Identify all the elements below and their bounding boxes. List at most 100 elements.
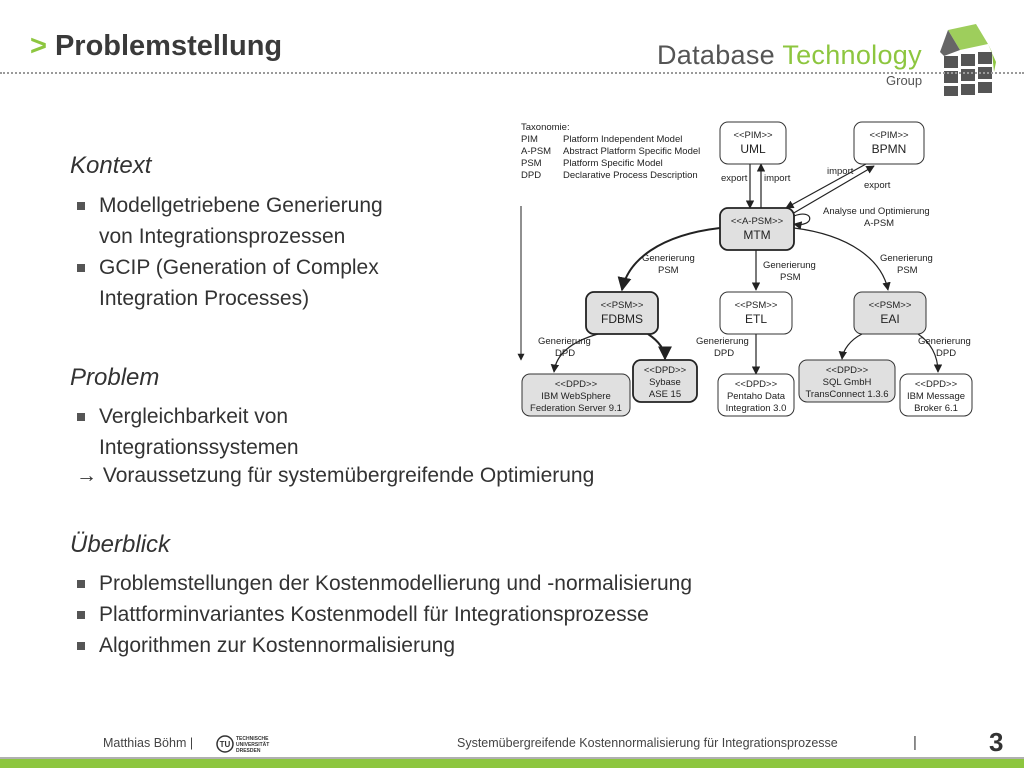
taxonomy-abbr: PSM — [521, 158, 542, 169]
taxonomy-abbr: DPD — [521, 170, 541, 181]
svg-text:<<PSM>>: <<PSM>> — [735, 300, 778, 311]
taxonomy-desc: Platform Specific Model — [563, 158, 663, 169]
edge-label: PSM — [780, 272, 801, 283]
svg-text:Pentaho Data: Pentaho Data — [727, 391, 786, 402]
kontext-heading: Kontext — [70, 152, 152, 179]
bullet-square — [77, 202, 85, 210]
svg-text:<<PIM>>: <<PIM>> — [733, 130, 773, 141]
svg-text:<<PSM>>: <<PSM>> — [869, 300, 912, 311]
tu-text: TECHNISCHE — [236, 736, 269, 742]
svg-text:TU: TU — [220, 740, 231, 749]
edge-label: Generierung — [918, 336, 971, 347]
logo-technology: Technology — [782, 40, 922, 70]
edge-label: Analyse und Optimierung — [823, 206, 930, 217]
node-ibm-message-broker: <<DPD>> IBM Message Broker 6.1 — [899, 373, 973, 417]
node-sql-gmbh: <<DPD>> SQL GmbH TransConnect 1.3.6 — [798, 359, 896, 403]
node-sybase: <<DPD>> Sybase ASE 15 — [632, 359, 698, 403]
svg-text:MTM: MTM — [743, 228, 770, 242]
page-number: 3 — [989, 727, 1004, 757]
edge-label: export — [721, 173, 748, 184]
taxonomy-legend: Taxonomie: PIM Platform Independent Mode… — [521, 122, 700, 181]
tu-text: UNIVERSITÄT — [236, 741, 269, 748]
node-pentaho: <<DPD>> Pentaho Data Integration 3.0 — [717, 373, 795, 417]
taxonomy-desc: Declarative Process Description — [563, 170, 698, 181]
svg-text:EAI: EAI — [880, 312, 899, 326]
svg-text:Sybase: Sybase — [649, 377, 681, 388]
ueberblick-bullet-2: Plattforminvariantes Kostenmodell für In… — [77, 599, 649, 630]
edge-label: import — [827, 166, 854, 177]
footer-separator: | — [913, 734, 917, 751]
generation-diagram: Taxonomie: PIM Platform Independent Mode… — [517, 121, 973, 417]
problem-consequence: → Voraussetzung für systemübergreifende … — [76, 464, 594, 488]
ueberblick-bullet-1: Problemstellungen der Kostenmodellierung… — [77, 568, 693, 599]
node-eai: <<PSM>> EAI — [853, 291, 927, 335]
footer-accent-bar — [0, 759, 1024, 768]
svg-text:<<DPD>>: <<DPD>> — [735, 379, 778, 390]
svg-text:FDBMS: FDBMS — [601, 312, 643, 326]
edge-label: DPD — [555, 348, 575, 359]
bullet-square — [77, 642, 85, 650]
bullet-line: GCIP (Generation of Complex — [99, 256, 379, 279]
edge-label: PSM — [897, 265, 918, 276]
bullet-line: Integration Processes) — [99, 287, 310, 310]
svg-text:Broker 6.1: Broker 6.1 — [914, 403, 958, 414]
edge-label: A-PSM — [864, 218, 894, 229]
footer-divider — [0, 757, 1024, 759]
node-ibm-websphere: <<DPD>> IBM WebSphere Federation Server … — [521, 373, 631, 417]
logo-cube-icon — [940, 24, 996, 96]
svg-text:UML: UML — [740, 142, 766, 156]
title-text: Problemstellung — [54, 30, 283, 62]
bullet-square — [77, 580, 85, 588]
bullet-square — [77, 413, 85, 421]
problem-heading: Problem — [70, 364, 160, 391]
bullet-line: Plattforminvariantes Kostenmodell für In… — [99, 603, 649, 626]
footer-title: Systemübergreifende Kostennormalisierung… — [457, 736, 838, 750]
svg-text:<<DPD>>: <<DPD>> — [915, 379, 958, 390]
bullet-line: Algorithmen zur Kostennormalisierung — [99, 634, 456, 657]
taxonomy-desc: Abstract Platform Specific Model — [563, 146, 700, 157]
svg-text:SQL GmbH: SQL GmbH — [823, 377, 872, 388]
svg-text:Integration 3.0: Integration 3.0 — [726, 403, 787, 414]
edge-label: Generierung — [880, 253, 933, 264]
bullet-square — [77, 611, 85, 619]
bullet-line: Problemstellungen der Kostenmodellierung… — [99, 572, 693, 595]
node-fdbms: <<PSM>> FDBMS — [585, 291, 659, 335]
logo-wordmark: Database Technology — [657, 40, 922, 71]
svg-text:IBM Message: IBM Message — [907, 391, 965, 402]
edge-label: Generierung — [696, 336, 749, 347]
edge-label: export — [864, 180, 891, 191]
edge-label: Generierung — [538, 336, 591, 347]
svg-text:<<DPD>>: <<DPD>> — [555, 379, 598, 390]
page-title: >Problemstellung — [30, 30, 282, 63]
edge-label: PSM — [658, 265, 679, 276]
title-marker: > — [30, 30, 47, 62]
logo-group: Group — [886, 73, 923, 88]
edge-label: Generierung — [763, 260, 816, 271]
footer-author: Matthias Böhm | — [103, 736, 194, 750]
ueberblick-bullet-3: Algorithmen zur Kostennormalisierung — [77, 630, 456, 661]
svg-text:<<PSM>>: <<PSM>> — [601, 300, 644, 311]
taxonomy-title: Taxonomie: — [521, 122, 570, 133]
kontext-bullet-2: GCIP (Generation of Complex Integration … — [77, 252, 379, 314]
header-divider — [0, 72, 1024, 74]
tu-dresden-logo: TU TECHNISCHE UNIVERSITÄT DRESDEN — [216, 735, 269, 754]
consequence-text: Voraussetzung für systemübergreifende Op… — [102, 464, 595, 487]
svg-text:<<PIM>>: <<PIM>> — [869, 130, 909, 141]
svg-text:ASE 15: ASE 15 — [649, 389, 681, 400]
svg-text:<<A-PSM>>: <<A-PSM>> — [731, 216, 784, 227]
edge-label: DPD — [714, 348, 734, 359]
edge-label: Generierung — [642, 253, 695, 264]
bullet-line: von Integrationsprozessen — [99, 225, 346, 248]
svg-text:IBM WebSphere: IBM WebSphere — [541, 391, 611, 402]
svg-text:Federation Server 9.1: Federation Server 9.1 — [530, 403, 622, 414]
problem-bullet: Vergleichbarkeit von Integrationssysteme… — [77, 401, 299, 463]
taxonomy-abbr: A-PSM — [521, 146, 551, 157]
svg-text:<<DPD>>: <<DPD>> — [644, 365, 687, 376]
logo-database: Database — [657, 40, 775, 70]
svg-text:<<DPD>>: <<DPD>> — [826, 365, 869, 376]
bullet-line: Modellgetriebene Generierung — [99, 194, 383, 217]
taxonomy-desc: Platform Independent Model — [563, 134, 682, 145]
svg-text:TransConnect 1.3.6: TransConnect 1.3.6 — [805, 389, 888, 400]
ueberblick-heading: Überblick — [70, 531, 171, 558]
edge-label: import — [764, 173, 791, 184]
